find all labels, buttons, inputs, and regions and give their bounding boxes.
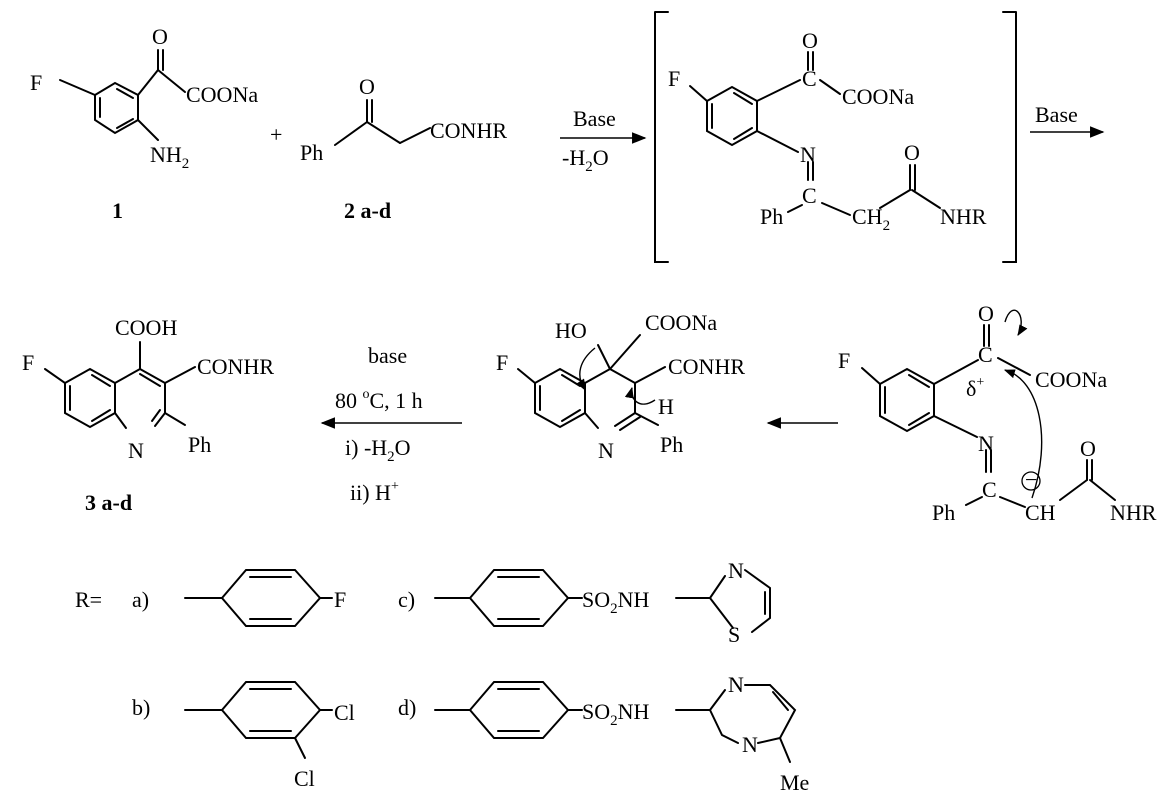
- hydroxyl-group: HO: [555, 318, 587, 343]
- methyl-group: Me: [780, 770, 809, 795]
- compound-number-2: 2 a-d: [344, 198, 391, 223]
- compound-1: F O COONa NH2 1: [30, 24, 258, 223]
- hydrogen-atom: H: [658, 394, 674, 419]
- reagent-label: Base: [573, 106, 616, 131]
- reaction-arrow-step1: Base -H2O: [560, 106, 647, 175]
- ring-nitrogen: N: [598, 438, 614, 463]
- amide-nhr: NHR: [1110, 500, 1157, 525]
- electron-arrow: [576, 347, 596, 391]
- compound-number-3: 3 a-d: [85, 490, 132, 515]
- fluorine-atom: F: [22, 350, 34, 375]
- oxygen-atom: O: [978, 301, 994, 326]
- phenyl-group: Ph: [660, 432, 683, 457]
- reaction-arrow-step2: Base: [1030, 102, 1105, 138]
- amide-group: CONHR: [197, 354, 274, 379]
- condition-dehydration: i) -H2O: [345, 435, 411, 465]
- product-3: F COOH CONHR N Ph 3 a-d: [22, 315, 274, 515]
- fluorine-atom: F: [334, 587, 346, 612]
- methylene-group: CH2: [852, 204, 890, 234]
- thiazole-nitrogen: N: [728, 558, 744, 583]
- cyclized-intermediate: F HO COONa CONHR H N Ph: [496, 310, 745, 463]
- partial-positive-charge: δ+: [966, 375, 984, 401]
- option-label-d: d): [398, 695, 416, 720]
- compound-number-1: 1: [112, 198, 123, 223]
- chlorine-atom: Cl: [334, 700, 355, 725]
- substituent-c: c) SO2NH N S: [398, 558, 771, 647]
- substituent-b: b) Cl Cl: [132, 681, 355, 791]
- carboxylate-group: COONa: [186, 82, 258, 107]
- amide-oxygen: O: [904, 140, 920, 165]
- fluorine-atom: F: [838, 348, 850, 373]
- carboxylate-group: COONa: [645, 310, 717, 335]
- condition-base: base: [368, 343, 407, 368]
- sulfonyl-group: SO2NH: [582, 587, 650, 617]
- carbanion-charge: −: [1025, 467, 1037, 492]
- option-label-c: c): [398, 587, 415, 612]
- thiazole-sulfur: S: [728, 622, 740, 647]
- phenyl-group: Ph: [188, 432, 211, 457]
- carbonyl-carbon: C: [978, 342, 993, 367]
- fluorine-atom: F: [496, 350, 508, 375]
- condition-label: -H2O: [562, 145, 609, 175]
- substituents-legend: R= a) F b) Cl Cl c) SO2NH: [75, 558, 809, 795]
- compound-2: O Ph CONHR 2 a-d: [300, 74, 507, 223]
- phenyl-group: Ph: [760, 204, 783, 229]
- quinoline-nitrogen: N: [128, 438, 144, 463]
- amide-oxygen: O: [1080, 436, 1096, 461]
- pyrimidine-nitrogen: N: [742, 732, 758, 757]
- electron-arrow: [624, 386, 656, 405]
- carbonyl-carbon: C: [802, 66, 817, 91]
- amide-nhr: NHR: [940, 204, 987, 229]
- electron-arrow: [1004, 309, 1028, 337]
- oxygen-atom: O: [802, 28, 818, 53]
- reaction-arrow-step4: base 80 oC, 1 h i) -H2O ii) H+: [320, 343, 462, 505]
- pyrimidine-nitrogen: N: [728, 672, 744, 697]
- fluorine-atom: F: [30, 70, 42, 95]
- imine-carbon: C: [982, 477, 997, 502]
- fluorine-atom: F: [668, 66, 680, 91]
- plus-sign: +: [270, 122, 282, 147]
- imine-nitrogen: N: [978, 431, 994, 456]
- condition-temperature: 80 oC, 1 h: [335, 387, 423, 413]
- oxygen-atom: O: [359, 74, 375, 99]
- option-label-a: a): [132, 587, 149, 612]
- anion-intermediate: F O C δ+ COONa N C Ph − CH O NHR: [838, 301, 1157, 525]
- imine-carbon: C: [802, 183, 817, 208]
- phenyl-group: Ph: [300, 140, 323, 165]
- carboxylate-group: COONa: [842, 84, 914, 109]
- imine-nitrogen: N: [800, 142, 816, 167]
- phenyl-group: Ph: [932, 500, 955, 525]
- imine-intermediate: F O C COONa N C Ph CH2 O NHR: [654, 11, 1017, 263]
- condition-acidification: ii) H+: [350, 479, 399, 505]
- reagent-label: Base: [1035, 102, 1078, 127]
- carboxylate-group: COONa: [1035, 367, 1107, 392]
- option-label-b: b): [132, 695, 150, 720]
- carbanion-ch: CH: [1025, 500, 1056, 525]
- chlorine-atom: Cl: [294, 766, 315, 791]
- sulfonyl-group: SO2NH: [582, 699, 650, 729]
- substituent-d: d) SO2NH N N Me: [398, 672, 809, 795]
- amide-group: CONHR: [668, 354, 745, 379]
- r-group-label: R=: [75, 587, 102, 612]
- amino-group: NH2: [150, 142, 189, 172]
- carboxylic-acid-group: COOH: [115, 315, 177, 340]
- electron-arrow: [1003, 369, 1043, 499]
- amide-group: CONHR: [430, 118, 507, 143]
- oxygen-atom: O: [152, 24, 168, 49]
- substituent-a: a) F: [132, 569, 346, 627]
